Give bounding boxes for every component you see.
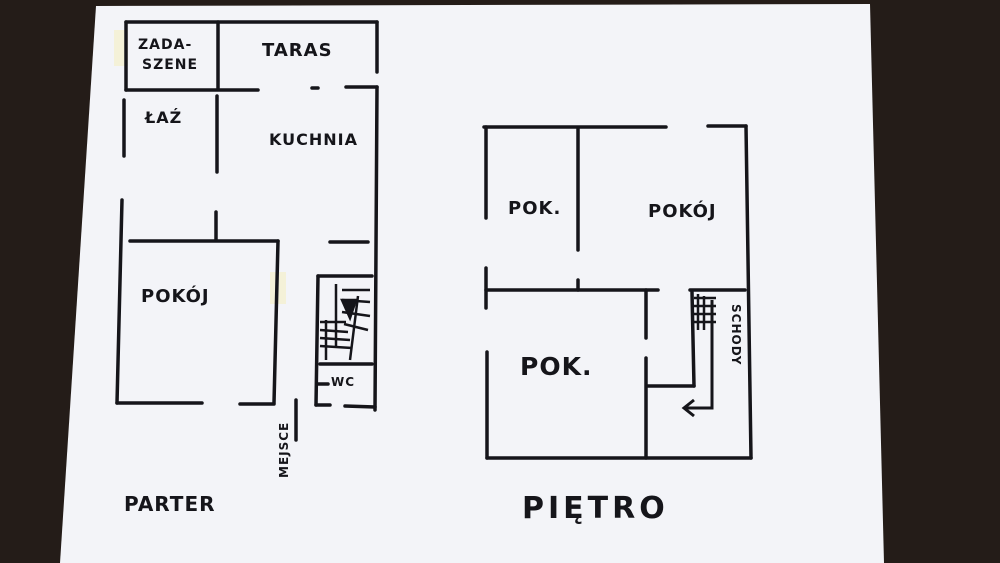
room-label-kuchnia: KUCHNIA: [269, 130, 358, 149]
floor-caption-pietro: PIĘTRO: [522, 491, 669, 526]
ground-floor-plan: [115, 20, 379, 442]
room-label-miejsce: MEJSCE: [277, 421, 291, 478]
ground-floor-stairs: [319, 284, 371, 361]
room-label-schody: SCHODY: [729, 304, 743, 366]
room-label-taras: TARAS: [262, 40, 333, 61]
floor-caption-parter: PARTER: [124, 492, 216, 516]
paper-sheet: [60, 4, 884, 563]
room-label-pokoj-top-right: POKÓJ: [648, 201, 717, 222]
room-label-pok-bottom: POK.: [520, 352, 593, 381]
room-label-lazienka: ŁAŹ: [145, 108, 183, 127]
upper-floor-stairs: [681, 294, 716, 418]
room-label-pokoj: POKÓJ: [141, 286, 210, 307]
room-label-zadaszenie-line2: SZENE: [142, 57, 199, 73]
room-label-pok-top-left: POK.: [508, 198, 562, 219]
upper-floor-plan: [482, 124, 753, 460]
room-label-zadaszenie-line1: ZADA-: [138, 37, 193, 53]
room-label-wc: WC: [331, 375, 356, 389]
